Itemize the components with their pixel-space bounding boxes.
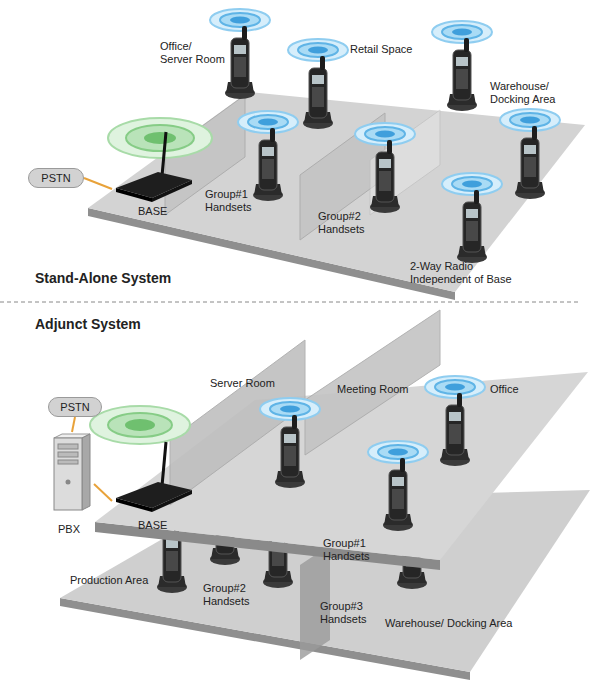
illustration-part <box>447 38 477 111</box>
area-label: Office/ Server Room <box>160 40 226 66</box>
network-pill: PSTN <box>28 168 84 188</box>
base-device <box>112 160 196 202</box>
base-signal <box>90 406 190 444</box>
node-label: BASE <box>138 205 167 218</box>
network-pill: PSTN <box>48 397 102 417</box>
power-button <box>66 480 71 485</box>
illustration-part <box>515 126 545 199</box>
area-label: Office <box>490 383 519 396</box>
illustration-part <box>368 441 428 463</box>
illustration-part <box>275 415 305 488</box>
tower-side <box>82 434 90 510</box>
illustration-part <box>238 111 298 133</box>
phone-line <box>94 484 112 501</box>
area-label: Group#2 Handsets <box>203 582 255 608</box>
base-station: BASE <box>112 160 196 218</box>
base-signal <box>144 132 176 144</box>
illustration-part <box>383 458 413 531</box>
tower-front <box>54 438 82 510</box>
device-top <box>116 172 192 198</box>
base-station: BASE <box>112 470 192 532</box>
base-signal <box>108 413 172 437</box>
illustration-part <box>303 56 333 129</box>
wall <box>305 310 440 455</box>
illustration-part <box>457 190 487 263</box>
base-signal <box>126 125 194 151</box>
area-label: Production Area <box>70 574 148 587</box>
area-label: Warehouse/ Docking Area <box>490 80 560 106</box>
illustration-part <box>355 123 415 145</box>
illustration-part <box>440 393 470 466</box>
illustration-part <box>370 140 400 213</box>
node-label: PBX <box>58 523 80 536</box>
base-signal <box>108 118 212 158</box>
node-label: BASE <box>138 519 167 532</box>
area-label: Group#1 Handsets <box>205 188 257 214</box>
illustration-part <box>253 128 283 201</box>
illustration-part <box>442 173 502 195</box>
illustration-part <box>432 21 492 43</box>
area-label: Warehouse/ Docking Area <box>385 617 512 630</box>
drive-bay <box>58 444 78 449</box>
area-label: 2-Way Radio Independent of Base <box>410 260 520 286</box>
area-label: Retail Space <box>350 43 412 56</box>
node-label: PSTN <box>60 401 89 413</box>
pbx-tower <box>50 432 94 512</box>
antenna <box>162 442 166 486</box>
section-title: Adjunct System <box>35 316 141 333</box>
pbx-server: PBX <box>50 432 94 536</box>
illustration-part <box>500 109 560 131</box>
drive-bay <box>58 460 78 464</box>
base-device <box>112 470 196 512</box>
node-label: PSTN <box>41 172 70 184</box>
base-signal <box>125 419 155 431</box>
area-label: Meeting Room <box>337 383 409 396</box>
area-label: Group#3 Handsets <box>320 600 372 626</box>
phone-line <box>84 178 112 189</box>
drive-bay <box>58 452 78 457</box>
section-title: Stand-Alone System <box>35 270 171 287</box>
illustration-part <box>288 39 348 61</box>
area-label: Server Room <box>210 377 275 390</box>
illustration-part <box>225 26 255 99</box>
area-label: Group#2 Handsets <box>318 210 370 236</box>
antenna <box>162 132 166 176</box>
phone-line <box>72 417 75 432</box>
illustration-part <box>425 376 485 398</box>
illustration-part <box>210 9 270 31</box>
device-top <box>116 482 192 508</box>
floor <box>88 92 585 292</box>
area-label: Group#1 Handsets <box>323 537 375 563</box>
divider <box>0 302 578 303</box>
illustration-part <box>260 398 320 420</box>
